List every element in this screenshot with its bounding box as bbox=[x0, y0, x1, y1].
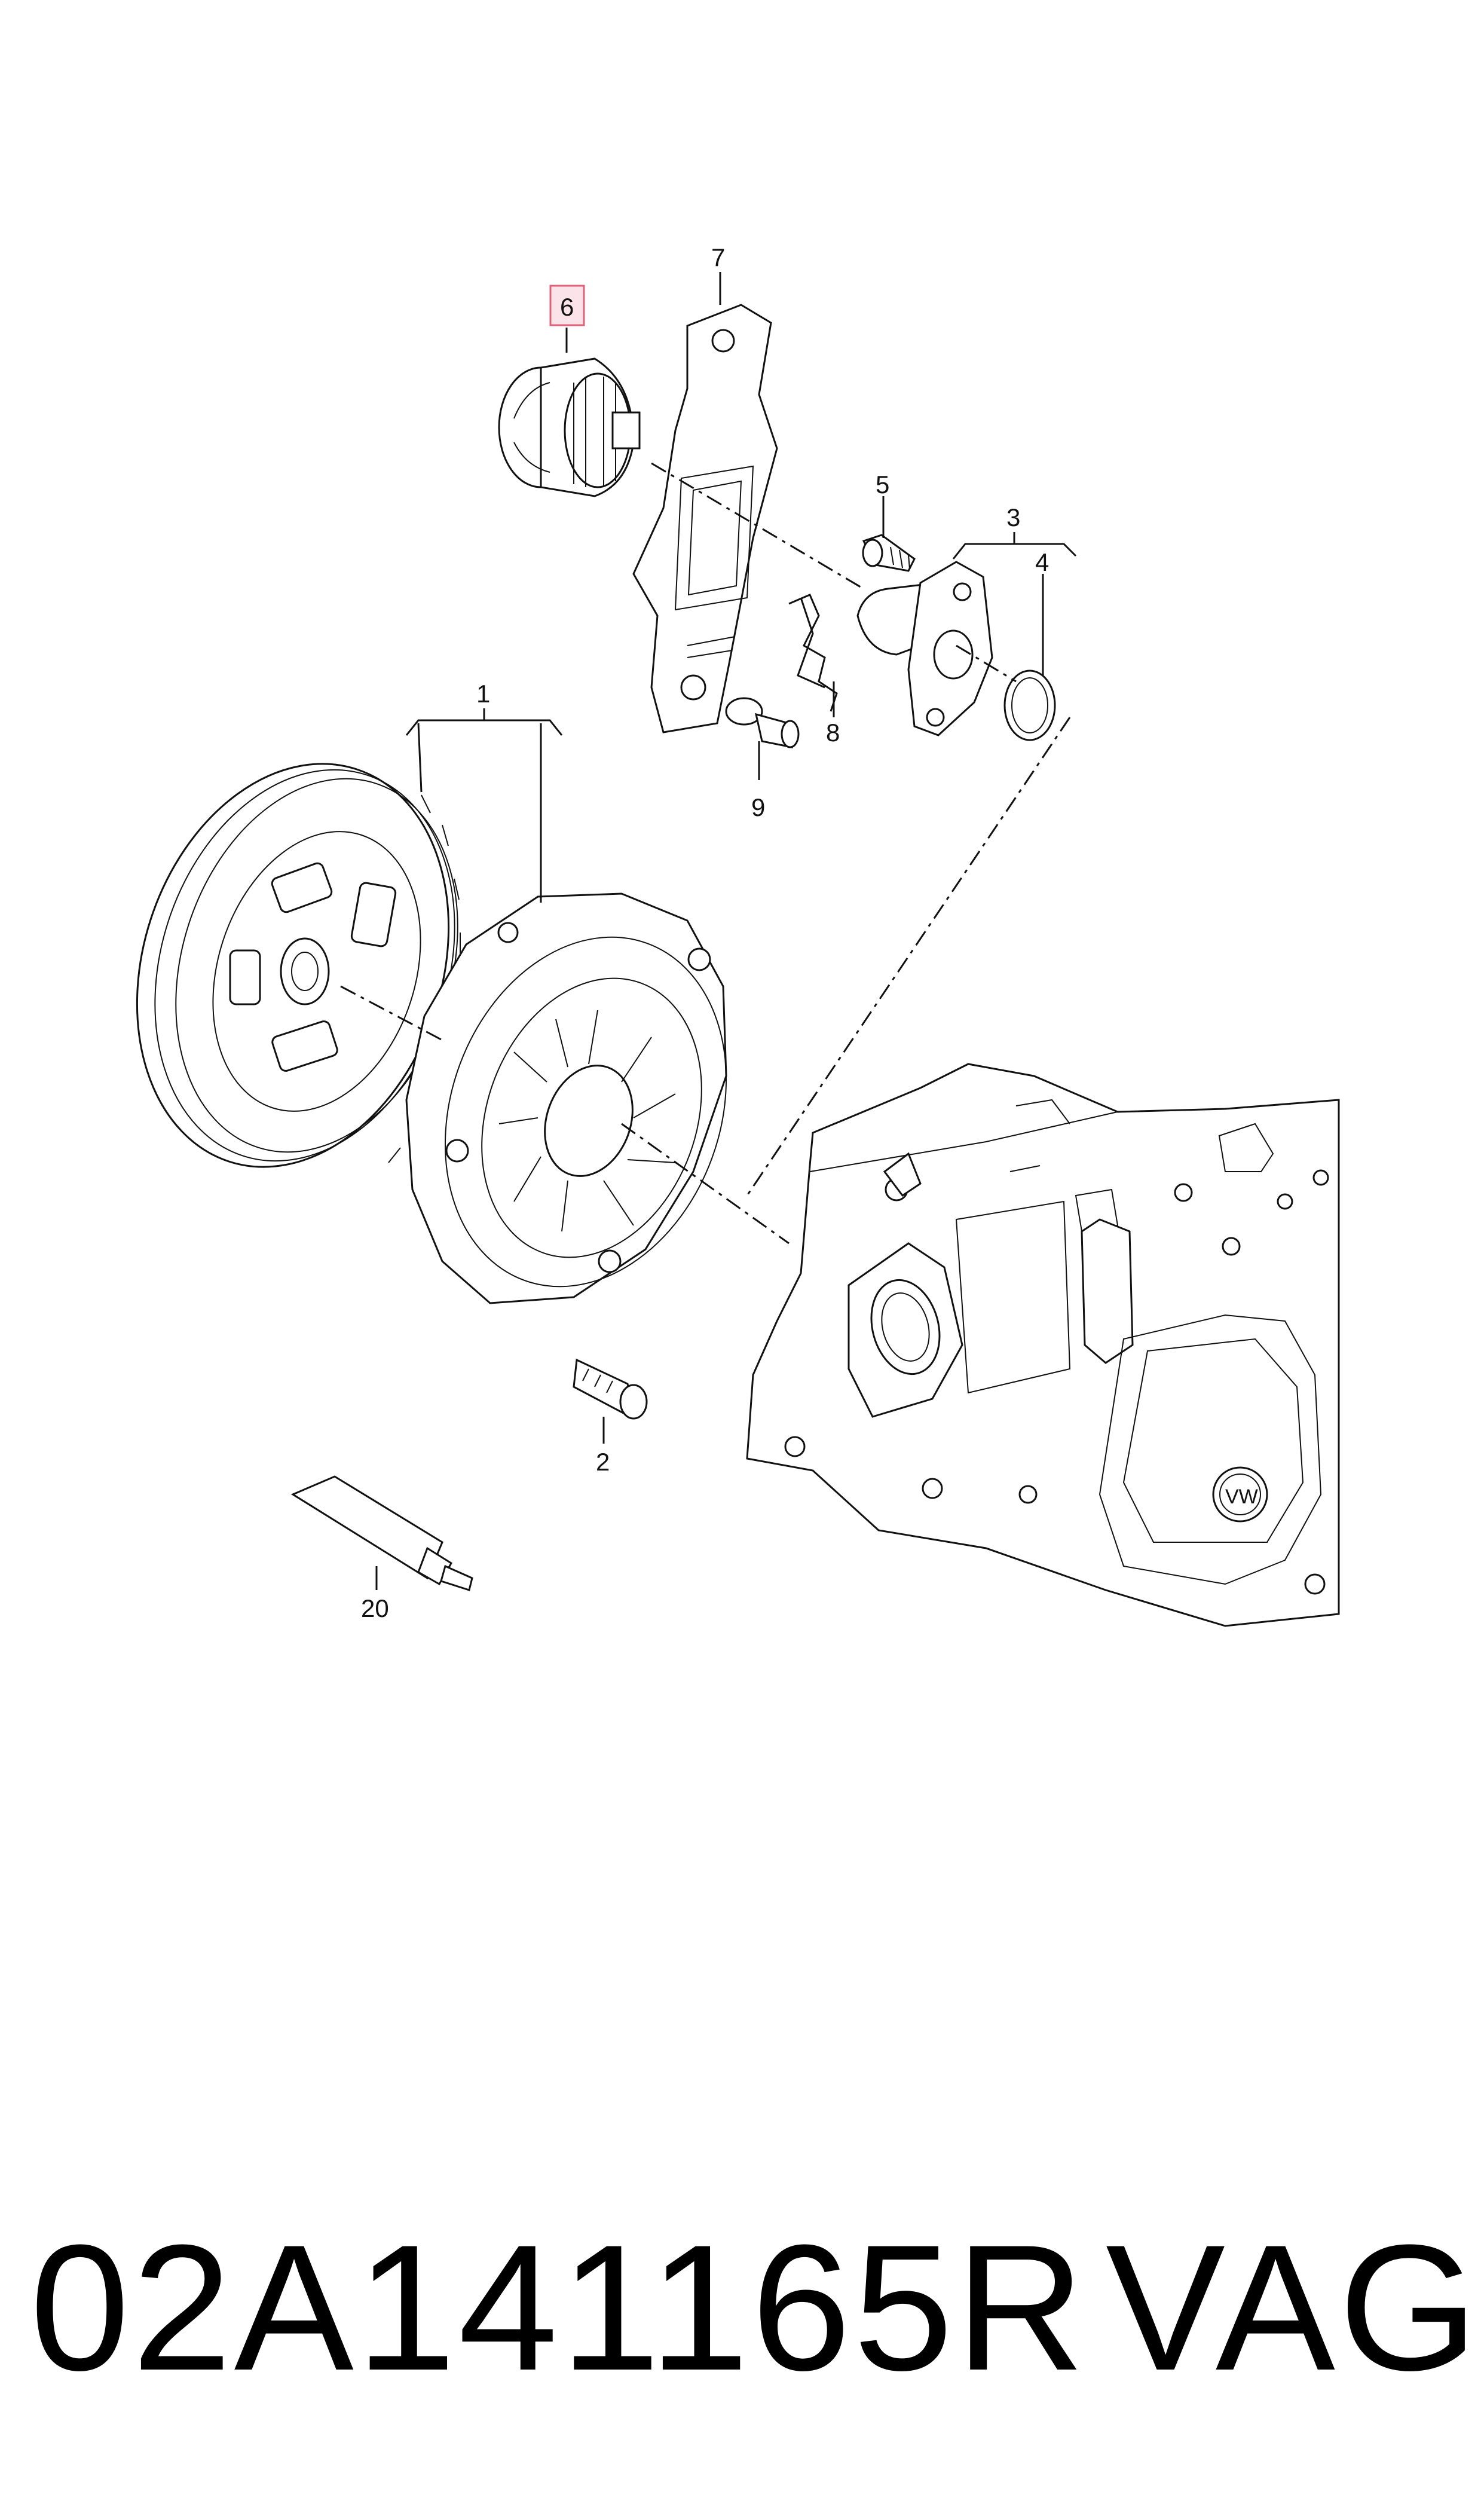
callout-20[interactable]: 20 bbox=[361, 1594, 389, 1622]
callout-2[interactable]: 2 bbox=[596, 1448, 610, 1476]
callout-5[interactable]: 5 bbox=[876, 470, 889, 499]
brand-caption: VAG bbox=[1106, 2207, 1482, 2408]
release-bearing-part bbox=[498, 357, 641, 497]
assembly-axes bbox=[340, 462, 1071, 1245]
vw-logo-mark: VW bbox=[1225, 1485, 1258, 1508]
callout-3[interactable]: 3 bbox=[1006, 503, 1020, 531]
part-number-caption: 02A141165R bbox=[30, 2207, 1088, 2408]
gearbox-housing: VW bbox=[746, 1063, 1340, 1627]
release-lever-part bbox=[632, 304, 778, 733]
callout-6[interactable]: 6 bbox=[560, 293, 574, 321]
bolt-part-5 bbox=[862, 534, 916, 572]
o-ring-part bbox=[1003, 669, 1056, 741]
leader-lines bbox=[375, 272, 1077, 1590]
callout-7[interactable]: 7 bbox=[711, 243, 725, 271]
spring-clip-part bbox=[788, 594, 838, 712]
grease-tube-part bbox=[290, 1475, 473, 1591]
callout-9[interactable]: 9 bbox=[751, 793, 765, 821]
guide-sleeve-part bbox=[856, 561, 993, 736]
callout-4[interactable]: 4 bbox=[1035, 548, 1049, 576]
callout-6-highlight-box bbox=[549, 285, 585, 326]
bolt-part-2 bbox=[573, 1358, 648, 1420]
callout-labels: 6 7 5 3 4 1 8 9 2 20 bbox=[361, 243, 1049, 1622]
callout-1[interactable]: 1 bbox=[476, 680, 490, 708]
callout-8[interactable]: 8 bbox=[826, 719, 840, 747]
pivot-pin-part bbox=[725, 697, 800, 748]
pressure-plate-part bbox=[405, 892, 727, 1304]
clutch-disc-part bbox=[136, 763, 461, 1168]
